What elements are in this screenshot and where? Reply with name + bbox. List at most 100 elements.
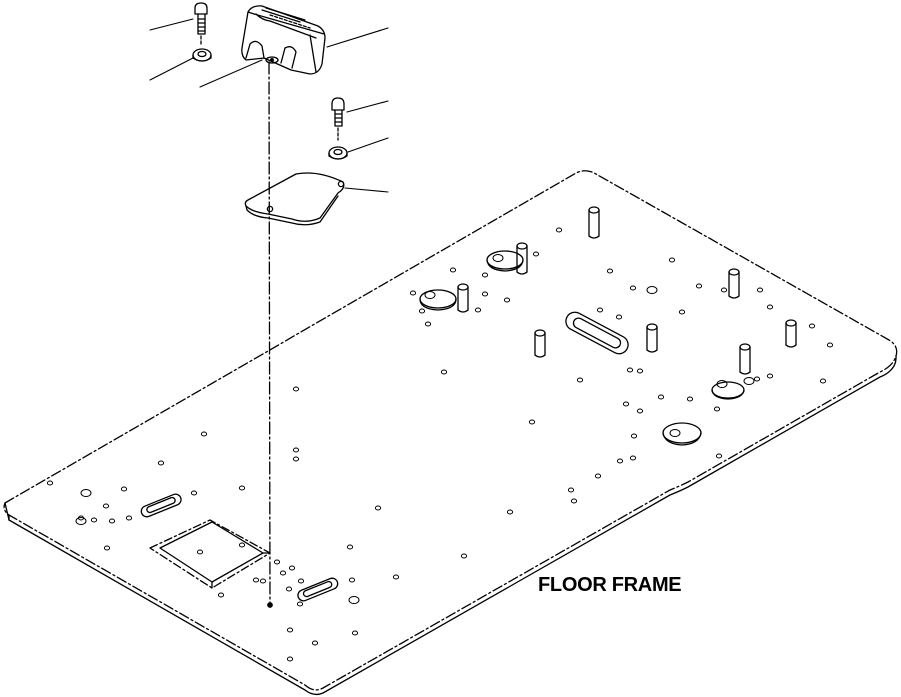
bolt-hole <box>298 579 303 583</box>
bolt-hole <box>721 288 726 292</box>
large-bolt-hole <box>349 597 359 604</box>
bolt-hole <box>630 286 635 290</box>
bolt-hole <box>410 291 415 295</box>
plate-slots <box>140 309 632 602</box>
plate-studs <box>458 207 796 374</box>
lower-bolt <box>332 98 344 140</box>
bolt-hole <box>714 407 719 411</box>
bolt-hole <box>461 554 466 558</box>
bolt-hole <box>571 499 576 503</box>
bolt-hole <box>287 657 292 661</box>
bolt-hole <box>529 420 534 424</box>
bolt-hole <box>687 397 692 401</box>
large-bolt-hole <box>717 381 727 388</box>
bolt-hole <box>475 308 480 312</box>
bolt-hole <box>504 298 509 302</box>
plate-bolt-holes <box>47 228 832 661</box>
bolt-hole <box>375 506 380 510</box>
bolt-hole <box>568 488 573 492</box>
bolt-hole <box>658 395 663 399</box>
floor-frame-plate <box>4 171 897 695</box>
bolt-hole <box>607 269 612 273</box>
bolt-hole <box>287 628 292 632</box>
bolt-hole <box>286 587 291 591</box>
bolt-hole <box>595 474 600 478</box>
bolt-hole <box>556 228 561 232</box>
bolt-hole <box>597 308 602 312</box>
assembly-centerline <box>269 62 270 604</box>
plate-opening <box>150 520 270 588</box>
bolt-hole <box>393 575 398 579</box>
lower-washer <box>329 147 347 159</box>
bolt-hole <box>197 550 202 554</box>
bolt-hole <box>289 566 294 570</box>
bolt-hole <box>450 268 455 272</box>
bolt-hole <box>696 284 701 288</box>
large-bolt-hole <box>493 255 503 262</box>
bolt-hole <box>820 379 825 383</box>
large-bolt-hole <box>425 292 435 299</box>
plate-top-outline <box>4 171 897 690</box>
bolt-hole <box>577 378 582 382</box>
large-bolt-hole <box>744 378 754 385</box>
bolt-hole <box>679 310 684 314</box>
bolt-hole <box>280 571 285 575</box>
bolt-hole <box>630 456 635 460</box>
bolt-hole <box>533 252 538 256</box>
bolt-hole <box>482 292 487 296</box>
bolt-hole <box>352 631 357 635</box>
plate-large-openings <box>420 251 744 445</box>
bolt-hole <box>47 481 52 485</box>
bolt-hole <box>767 374 772 378</box>
bolt-hole <box>293 448 298 452</box>
bolt-hole <box>297 602 302 606</box>
bolt-hole <box>103 504 108 508</box>
bolt-hole <box>191 491 196 495</box>
bolt-hole <box>312 641 317 645</box>
bolt-hole <box>104 546 109 550</box>
bolt-hole <box>767 305 772 309</box>
bolt-hole <box>293 387 298 391</box>
bolt-hole <box>253 578 258 582</box>
bolt-hole <box>109 519 114 523</box>
bolt-hole <box>441 370 446 374</box>
bolt-hole <box>754 377 759 381</box>
bolt-hole <box>121 487 126 491</box>
bolt-hole <box>239 543 244 547</box>
bolt-hole <box>507 510 512 514</box>
floor-frame-label: FLOOR FRAME <box>538 574 682 596</box>
mounting-block <box>242 6 325 74</box>
upper-bolt <box>195 3 207 44</box>
bolt-hole <box>809 324 814 328</box>
bolt-hole <box>239 486 244 490</box>
bolt-hole <box>669 258 674 262</box>
bolt-hole <box>623 402 628 406</box>
bolt-hole <box>617 459 622 463</box>
large-bolt-hole <box>670 430 680 437</box>
bolt-hole <box>637 369 642 373</box>
bolt-hole <box>425 322 430 326</box>
bolt-hole <box>218 593 223 597</box>
bolt-hole <box>347 545 352 549</box>
bolt-hole <box>274 560 279 564</box>
bolt-hole <box>757 288 762 292</box>
large-bolt-hole <box>76 518 86 525</box>
bolt-hole <box>827 343 832 347</box>
bolt-hole <box>637 409 642 413</box>
bolt-hole <box>201 432 206 436</box>
large-bolt-hole <box>81 490 91 497</box>
bolt-hole <box>631 434 636 438</box>
cover-plate <box>245 173 343 225</box>
bolt-hole <box>627 368 632 372</box>
plate-front-edge <box>9 356 896 694</box>
bolt-hole <box>91 518 96 522</box>
bolt-hole <box>616 315 621 319</box>
large-bolt-hole <box>647 287 657 294</box>
bolt-hole <box>716 454 721 458</box>
leader-lines <box>150 19 388 192</box>
bolt-hole <box>158 461 163 465</box>
bolt-hole <box>293 457 298 461</box>
bolt-hole <box>419 309 424 313</box>
bolt-hole <box>349 578 354 582</box>
